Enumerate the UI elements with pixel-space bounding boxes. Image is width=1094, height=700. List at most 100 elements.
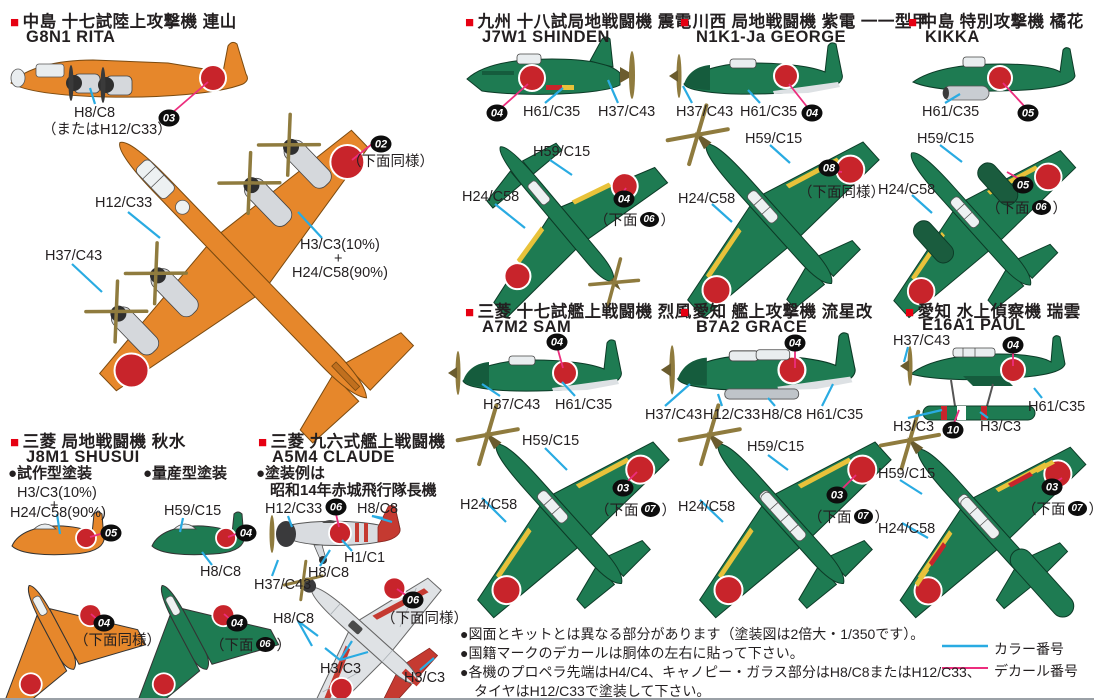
note-line: ●図面とキットとは異なる部分があります（塗装図は2倍大・1/350です）。 bbox=[460, 626, 925, 642]
color-code-label: H59/C15 bbox=[533, 144, 591, 160]
decal-number-badge: 04 bbox=[226, 614, 248, 632]
color-code-label: H59/C15 bbox=[878, 466, 936, 482]
color-code-label: H8/C8 bbox=[761, 407, 803, 423]
section-marker-icon: ■ bbox=[465, 304, 475, 321]
note-pre: （下面 bbox=[986, 201, 1030, 217]
e16a1-side-view bbox=[900, 335, 1066, 421]
color-code-label: H59/C15 bbox=[522, 433, 580, 449]
color-code-label: H61/C35 bbox=[523, 104, 581, 120]
a7m2-side-view bbox=[447, 338, 623, 396]
section-title-en-kikka: KIKKA bbox=[925, 28, 980, 46]
section-title-jp: 九州 十八試局地戦闘機 震電 bbox=[477, 13, 692, 31]
color-code-label: H3/C3(10%) bbox=[17, 485, 97, 501]
section-marker-icon: ■ bbox=[905, 304, 915, 321]
note-pre: （下面 bbox=[595, 503, 639, 519]
note-pre: （下面 bbox=[808, 510, 852, 526]
section-title-g8n1: ■中島 十七試陸上攻撃機 連山 bbox=[10, 8, 237, 32]
decal-number-badge: 04 bbox=[784, 334, 806, 352]
decal-number-badge: 04 bbox=[486, 104, 508, 122]
note-post: ） bbox=[661, 503, 677, 519]
decal-number-badge: 06 bbox=[402, 591, 424, 609]
section-title-jp: 中島 特別攻撃機 橘花 bbox=[920, 13, 1084, 31]
color-mix-plus: + bbox=[50, 498, 59, 514]
paint-example-label: 昭和14年赤城飛行隊長機 bbox=[270, 482, 437, 499]
section-title-jp: 三菱 局地戦闘機 秋水 bbox=[22, 433, 186, 451]
g8n1-side-view bbox=[10, 41, 248, 103]
decal-number-badge: 04 bbox=[93, 614, 115, 632]
color-code-label: H12/C33 bbox=[95, 195, 153, 211]
decal-number-badge: 04 bbox=[801, 104, 823, 122]
underside-note: （下面同様） bbox=[74, 633, 161, 649]
kikka-top-view bbox=[827, 76, 1094, 361]
decal-number-badge: 03 bbox=[1041, 478, 1063, 496]
color-code-label: H37/C43 bbox=[254, 577, 312, 593]
section-marker-icon: ■ bbox=[258, 434, 268, 451]
decal-number-badge: 04 bbox=[235, 524, 257, 542]
section-title-b7a2: ■愛知 艦上攻撃機 流星改 bbox=[680, 298, 873, 322]
color-code-label: H61/C35 bbox=[922, 104, 980, 120]
section-title-en-g8n1: G8N1 RITA bbox=[26, 28, 116, 46]
j8m1-proto-bottom-view bbox=[0, 549, 147, 700]
legend-color-label: カラー番号 bbox=[994, 641, 1064, 657]
color-code-label: H8/C8 bbox=[308, 565, 350, 581]
j7w1-side-view bbox=[466, 36, 635, 99]
color-code-label: H61/C35 bbox=[740, 104, 798, 120]
section-title-en-j8m1: J8M1 SHUSUI bbox=[26, 448, 140, 466]
decal-number-badge: 04 bbox=[546, 333, 568, 351]
color-code-label: H37/C43 bbox=[645, 407, 703, 423]
color-code-label: H37/C43 bbox=[483, 397, 541, 413]
j8m1-prod-bottom-view bbox=[95, 549, 280, 700]
note-line: ●各機のプロペラ先端はH4/C4、キャノピー・ガラス部分はH8/C8またはH12… bbox=[460, 664, 981, 680]
color-code-label: H3/C3 bbox=[320, 661, 362, 677]
color-code-label: H3/C3 bbox=[980, 419, 1022, 435]
color-code-label: H24/C58 bbox=[462, 189, 520, 205]
section-title-en-e16a1: E16A1 PAUL bbox=[922, 316, 1026, 334]
decal-number-badge: 10 bbox=[942, 421, 964, 439]
underside-note: （下面同様） bbox=[381, 611, 468, 627]
decal-number-badge: 04 bbox=[613, 190, 635, 208]
decal-number-badge: 05 bbox=[100, 524, 122, 542]
legend-decal-label: デカール番号 bbox=[994, 663, 1078, 679]
e16a1-float bbox=[1009, 548, 1075, 618]
decal-number-badge: 05 bbox=[1012, 176, 1034, 194]
b7a2-top-view bbox=[629, 364, 933, 664]
note-post: ） bbox=[874, 510, 890, 526]
decal-number-badge: 05 bbox=[1017, 104, 1039, 122]
note-post: ） bbox=[1052, 201, 1068, 217]
note-post: ） bbox=[660, 213, 676, 229]
color-code-label: H37/C43 bbox=[676, 104, 734, 120]
section-title-jp: 中島 十七試陸上攻撃機 連山 bbox=[22, 13, 237, 31]
section-title-en-b7a2: B7A2 GRACE bbox=[696, 318, 808, 336]
color-code-alt-label: （またはH12/C33） bbox=[42, 122, 172, 138]
color-code-label: H59/C15 bbox=[164, 503, 222, 519]
section-title-n1k1: ■川西 局地戦闘機 紫電 一一型甲 bbox=[680, 8, 929, 32]
g8n1-engines bbox=[84, 112, 332, 356]
color-code-label: H3/C3 bbox=[404, 670, 446, 686]
color-code-label: H24/C58(90%) bbox=[292, 265, 388, 281]
decal-number-badge: 06 bbox=[1031, 200, 1051, 215]
section-marker-icon: ■ bbox=[465, 14, 475, 31]
section-title-jp: 三菱 九六式艦上戦闘機 bbox=[270, 433, 446, 451]
decal-number-badge: 03 bbox=[158, 109, 180, 127]
color-code-label: H59/C15 bbox=[745, 131, 803, 147]
decal-number-badge: 02 bbox=[370, 135, 392, 153]
decal-number-badge: 03 bbox=[612, 479, 634, 497]
note-pre: （下面 bbox=[1022, 502, 1066, 518]
decal-number-badge: 08 bbox=[818, 159, 840, 177]
section-title-jp: 愛知 水上偵察機 瑞雲 bbox=[917, 303, 1081, 321]
note-line: タイヤはH12/C33で塗装して下さい。 bbox=[474, 683, 711, 699]
paint-example-label: ●塗装例は bbox=[256, 465, 326, 482]
color-code-label: H37/C43 bbox=[893, 333, 951, 349]
g8n1-top-view bbox=[84, 112, 415, 444]
color-code-label: H59/C15 bbox=[747, 439, 805, 455]
color-code-label: H24/C58 bbox=[678, 191, 736, 207]
color-leader-lines bbox=[55, 79, 1043, 671]
section-marker-icon: ■ bbox=[10, 434, 20, 451]
color-code-label: H8/C8 bbox=[357, 501, 399, 517]
decal-number-badge: 07 bbox=[853, 509, 873, 524]
note-line: ●国籍マークのデカールは胴体の左右に貼って下さい。 bbox=[460, 645, 804, 661]
